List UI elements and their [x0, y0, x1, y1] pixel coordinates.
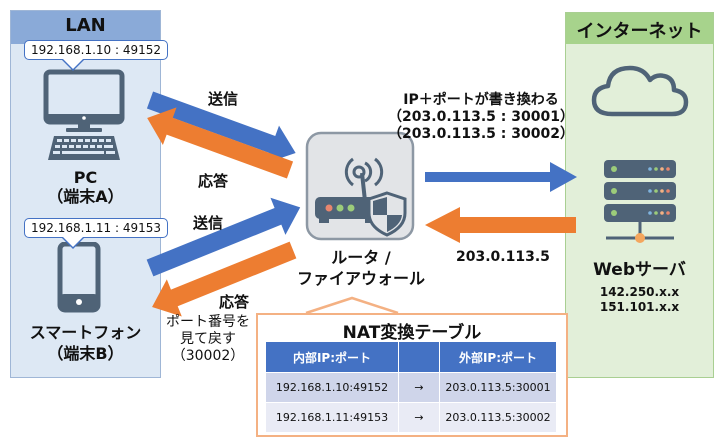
phone-name: スマートフォン [29, 323, 142, 342]
reply-label-b: 応答 [219, 293, 250, 311]
internal-address: 192.168.1.10:49152 [265, 372, 399, 403]
reply-arrow-internet [425, 207, 576, 243]
send-arrow-a [146, 91, 296, 164]
web-server-ips: 142.250.x.x 151.101.x.x [565, 285, 714, 315]
lan-title: LAN [65, 15, 106, 36]
table-row: 192.168.1.10:49152 → 203.0.113.5:30001 [265, 372, 557, 403]
port-return-line2: 見て戻す [180, 331, 236, 347]
router-name-line1: ルータ / [331, 248, 391, 267]
web-server-ip-1: 142.250.x.x [599, 285, 680, 299]
phone-address: 192.168.1.11 : 49153 [31, 221, 162, 235]
rewrite-note-line3: （203.0.113.5 : 30002） [388, 126, 574, 142]
header-external: 外部IP:ポート [439, 341, 557, 373]
external-address: 203.0.113.5:30001 [439, 372, 557, 403]
internal-address: 192.168.1.11:49153 [265, 402, 399, 433]
internet-zone: インターネット [565, 12, 714, 378]
phone-address-bubble: 192.168.1.11 : 49153 [24, 218, 169, 249]
router-label: ルータ / ファイアウォール [286, 247, 436, 289]
internet-header: インターネット [566, 13, 713, 44]
lan-header: LAN [11, 11, 160, 44]
table-row: 192.168.1.11:49153 → 203.0.113.5:30002 [265, 402, 557, 433]
router-name-line2: ファイアウォール [296, 269, 425, 288]
web-server-icon [604, 160, 676, 243]
pc-address: 192.168.1.10 : 49152 [31, 43, 162, 57]
mapping-arrow: → [398, 402, 440, 433]
rewrite-note: IP＋ポートが書き換わる （203.0.113.5 : 30001） （203.… [386, 92, 576, 143]
send-label-b: 送信 [193, 214, 224, 232]
nat-table-panel: NAT変換テーブル 内部IP:ポート 外部IP:ポート 192.168.1.10… [256, 313, 568, 437]
header-arrow [398, 341, 440, 373]
reply-label-a: 応答 [198, 172, 229, 190]
web-server-ip-2: 151.101.x.x [599, 300, 680, 314]
nat-table-title: NAT変換テーブル [342, 323, 482, 343]
rewrite-note-line1: IP＋ポートが書き換わる [403, 92, 559, 108]
send-label-a: 送信 [208, 90, 239, 108]
mapping-arrow: → [398, 372, 440, 403]
header-internal: 内部IP:ポート [265, 341, 399, 373]
rewrite-note-line2: （203.0.113.5 : 30001） [388, 109, 574, 125]
phone-sub: （端末B） [47, 344, 124, 363]
port-return-note: ポート番号を 見て戻す （30002） [158, 314, 258, 365]
pc-icon [43, 69, 125, 160]
pc-name: PC [73, 168, 98, 187]
nat-table-header-row: 内部IP:ポート 外部IP:ポート [265, 341, 557, 373]
return-ip-label: 203.0.113.5 [456, 249, 550, 265]
reply-arrow-b [152, 241, 297, 317]
phone-label: スマートフォン （端末B） [10, 322, 161, 364]
send-arrow-internet [425, 162, 577, 192]
reply-arrow-a [147, 107, 294, 179]
web-server-name: Webサーバ [593, 260, 686, 280]
external-address: 203.0.113.5:30002 [439, 402, 557, 433]
send-arrow-b [146, 197, 301, 277]
internet-title: インターネット [576, 21, 703, 42]
pc-label: PC （端末A） [10, 168, 161, 206]
cloud-icon [591, 65, 689, 117]
pc-address-bubble: 192.168.1.10 : 49152 [24, 40, 169, 71]
port-return-line3: （30002） [171, 348, 245, 364]
pc-sub: （端末A） [47, 187, 124, 206]
nat-callout-pointer [305, 296, 399, 315]
router-firewall-icon [305, 131, 415, 241]
port-return-line1: ポート番号を [166, 314, 250, 330]
nat-table: 内部IP:ポート 外部IP:ポート 192.168.1.10:49152 → 2… [265, 341, 557, 433]
